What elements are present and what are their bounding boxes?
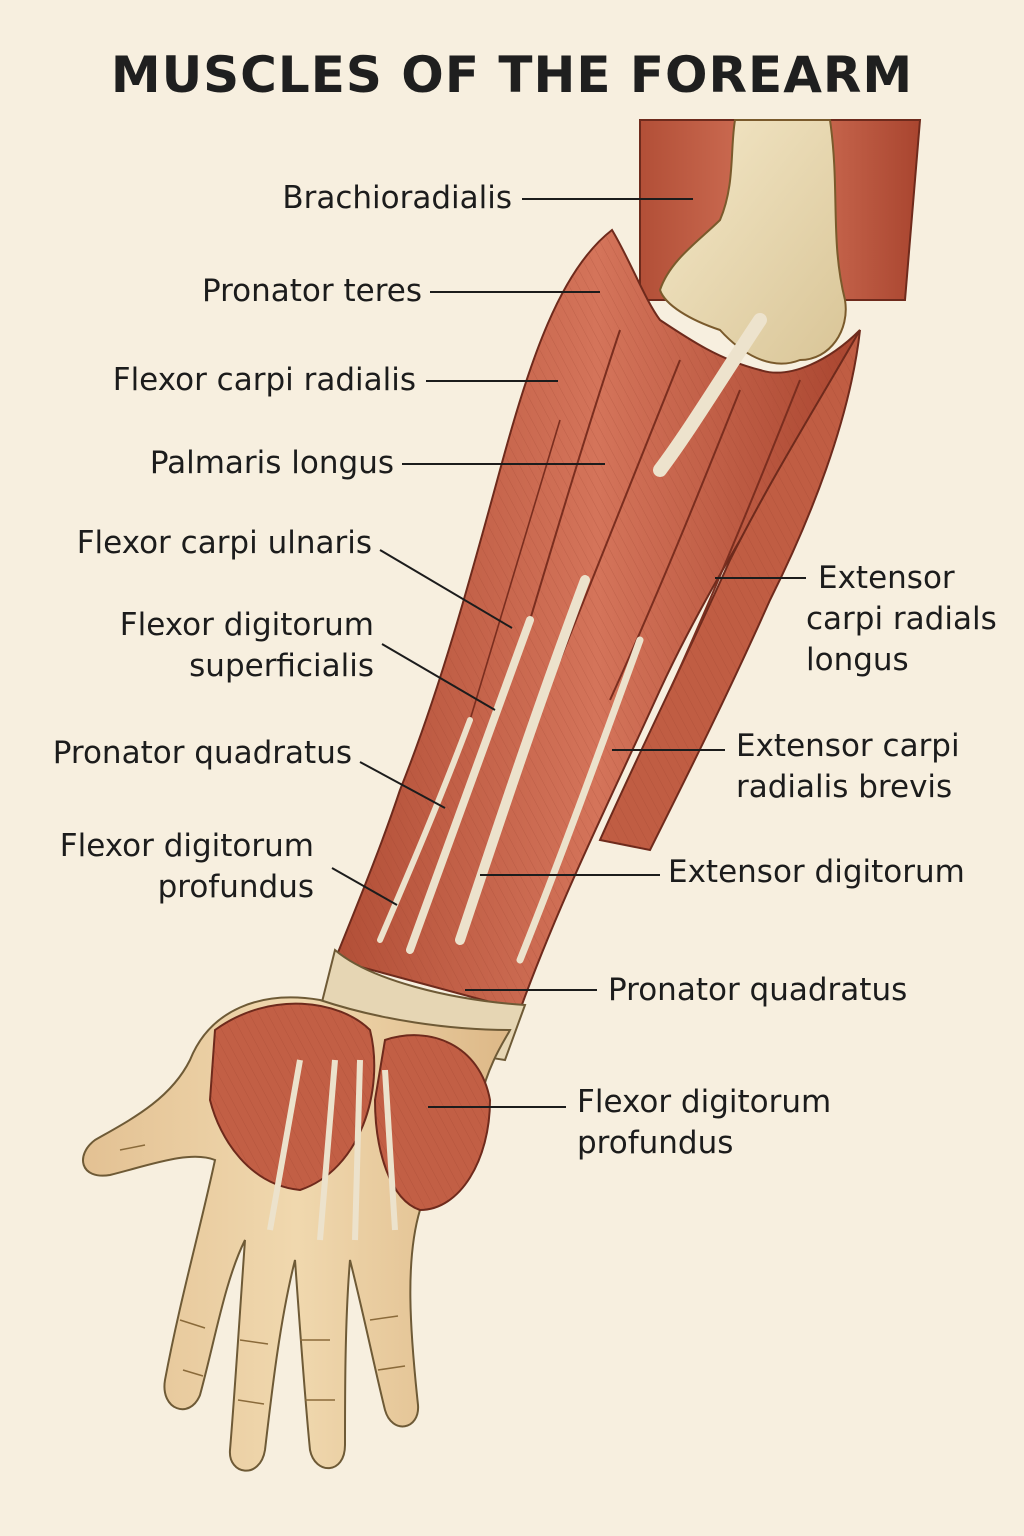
label-palmaris-longus: Palmaris longus	[149, 445, 394, 481]
leader-lines	[331, 198, 806, 1108]
label-brachioradialis: Brachioradialis	[282, 180, 512, 216]
label-extensor-carpi-radialis-longus: Extensor carpi radials longus	[806, 560, 997, 678]
label-pronator-teres: Pronator teres	[201, 273, 422, 309]
label-flexor-carpi-radialis: Flexor carpi radialis	[112, 362, 416, 398]
leader-line-flexor-digitorum-superficialis	[381, 643, 496, 711]
label-extensor-carpi-radialis-brevis: Extensor carpi radialis brevis	[736, 728, 960, 805]
label-extensor-digitorum: Extensor digitorum	[668, 854, 965, 890]
elbow-bone	[658, 119, 847, 365]
label-pronator-quadratus-right: Pronator quadratus	[608, 972, 908, 1008]
label-flexor-digitorum-profundus-left: Flexor digitorum profundus	[59, 828, 314, 905]
leader-line-flexor-carpi-ulnaris	[379, 549, 513, 629]
label-flexor-digitorum-superficialis: Flexor digitorum superficialis	[119, 607, 374, 684]
leader-line-pronator-quadratus-left	[359, 761, 446, 809]
diagram-title: MUSCLES OF THE FOREARM	[110, 46, 914, 104]
leader-line-flexor-digitorum-profundus-left	[331, 867, 398, 906]
label-pronator-quadratus-left: Pronator quadratus	[52, 735, 352, 771]
label-flexor-carpi-ulnaris: Flexor carpi ulnaris	[76, 525, 372, 561]
label-flexor-digitorum-profundus-right: Flexor digitorum profundus	[577, 1084, 832, 1161]
